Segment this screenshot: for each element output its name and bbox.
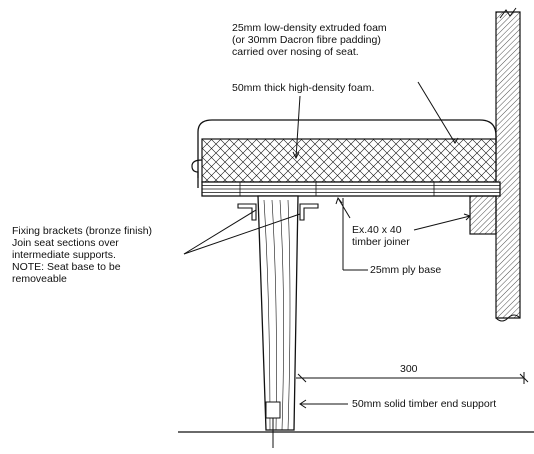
label-low-density-foam: 25mm low-density extruded foam (or 30mm …	[232, 22, 387, 58]
label-timber-joiner: Ex.40 x 40 timber joiner	[352, 224, 410, 248]
label-ply-base: 25mm ply base	[370, 264, 442, 276]
nosing	[191, 159, 203, 178]
label-fixing-brackets: Fixing brackets (bronze finish) Join sea…	[12, 225, 153, 285]
label-high-density-foam: 50mm thick high-density foam.	[232, 82, 375, 94]
low-density-foam	[197, 119, 497, 188]
ply-base	[201, 181, 501, 197]
label-end-support: 50mm solid timber end support	[352, 398, 497, 410]
timber-joiner	[469, 195, 497, 235]
label-dimension-300: 300	[400, 363, 418, 375]
end-support-post	[257, 195, 299, 448]
fixing-brackets	[237, 203, 319, 221]
high-density-foam	[201, 138, 497, 183]
leader-lines	[183, 81, 471, 409]
wall	[495, 7, 521, 322]
dimension-300	[296, 372, 529, 384]
